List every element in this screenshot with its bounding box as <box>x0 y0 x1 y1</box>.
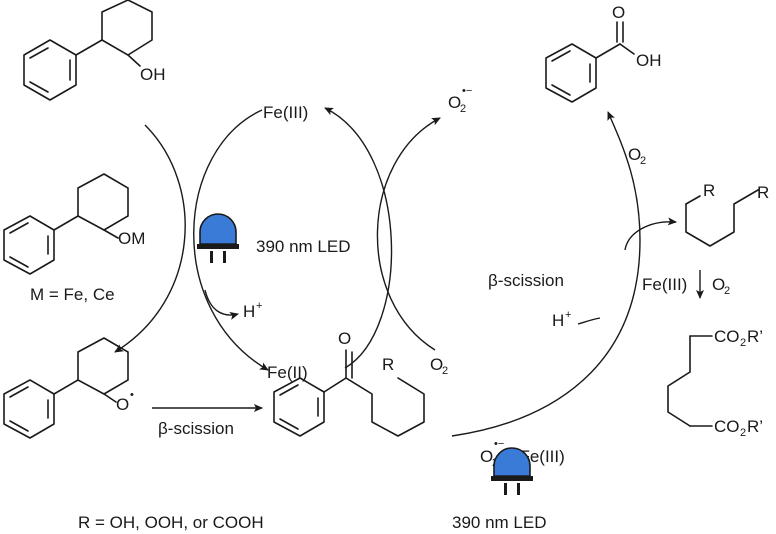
superoxide-fe3: O <box>480 447 493 466</box>
beta-scission-left: β-scission <box>158 419 234 438</box>
led-center-label: 390 nm LED <box>256 237 351 256</box>
o2-label-right: O <box>712 275 725 294</box>
fe2-label: Fe(II) <box>267 363 308 382</box>
phenylcyclohexanol-structure: OH <box>23 0 166 101</box>
svg-text:+: + <box>256 300 262 312</box>
h-plus-arrow <box>204 289 239 320</box>
radical-dot: • <box>130 389 134 401</box>
h-plus-right: H <box>552 311 564 330</box>
fe3-to-fe2-arrow <box>193 109 269 371</box>
fe2-to-fe3-arrow <box>324 107 393 369</box>
svg-text:R’: R’ <box>747 327 763 346</box>
svg-text:2: 2 <box>442 365 448 377</box>
fe3-label-right: Fe(III) <box>642 275 687 294</box>
led-bulb-icon <box>197 213 239 263</box>
svg-text:2: 2 <box>640 155 646 167</box>
diene-r2: R <box>757 183 769 202</box>
diester-structure <box>667 335 713 427</box>
om-label: OM <box>118 229 145 248</box>
dialkyl-chain-structure: R R <box>685 181 759 247</box>
led-bulb-icon <box>491 447 533 495</box>
metal-definition: M = Fe, Ce <box>30 285 115 304</box>
benzoic-acid-structure: O OH <box>545 3 662 103</box>
ketone-structure: O R <box>273 329 425 437</box>
svg-text:R: R <box>703 181 715 200</box>
led-bottom-label: 390 nm LED <box>452 513 547 532</box>
svg-text:•−: •− <box>494 438 504 450</box>
radical-o-label: O <box>116 395 129 414</box>
to-benzoic-acid-arrow <box>451 111 641 437</box>
o2-to-superoxide-arrow <box>376 117 441 351</box>
o2-mid: O <box>430 355 443 374</box>
svg-text:2: 2 <box>740 427 746 439</box>
svg-text:2: 2 <box>460 103 466 115</box>
ketone-r: R <box>382 355 394 374</box>
svg-text:2: 2 <box>740 337 746 349</box>
svg-text:O: O <box>338 329 351 348</box>
ester-bottom: CO <box>714 417 740 436</box>
h-plus-right-hook <box>577 317 601 325</box>
ester-top: CO <box>714 327 740 346</box>
svg-text:+: + <box>565 309 571 321</box>
superoxide-top: O <box>448 93 461 112</box>
benzoic-oh: OH <box>636 51 662 70</box>
alkoxy-radical-structure: O • R = OH, OOH, or COOH <box>3 337 264 532</box>
r-definition: R = OH, OOH, or COOH <box>78 513 264 532</box>
oh-label: OH <box>140 65 166 84</box>
beta-scission-right: β-scission <box>488 271 564 290</box>
left-down-arrow <box>114 124 186 353</box>
svg-text:•−: •− <box>462 85 472 97</box>
h-plus-left: H <box>243 302 255 321</box>
svg-text:R’: R’ <box>747 417 763 436</box>
svg-text:O: O <box>612 3 625 22</box>
fe3-top-label: Fe(III) <box>263 103 308 122</box>
metal-alkoxide-structure: OM M = Fe, Ce <box>3 173 145 304</box>
o2-right: O <box>628 145 641 164</box>
svg-text:2: 2 <box>724 285 730 297</box>
to-diene-arrow <box>624 217 677 251</box>
